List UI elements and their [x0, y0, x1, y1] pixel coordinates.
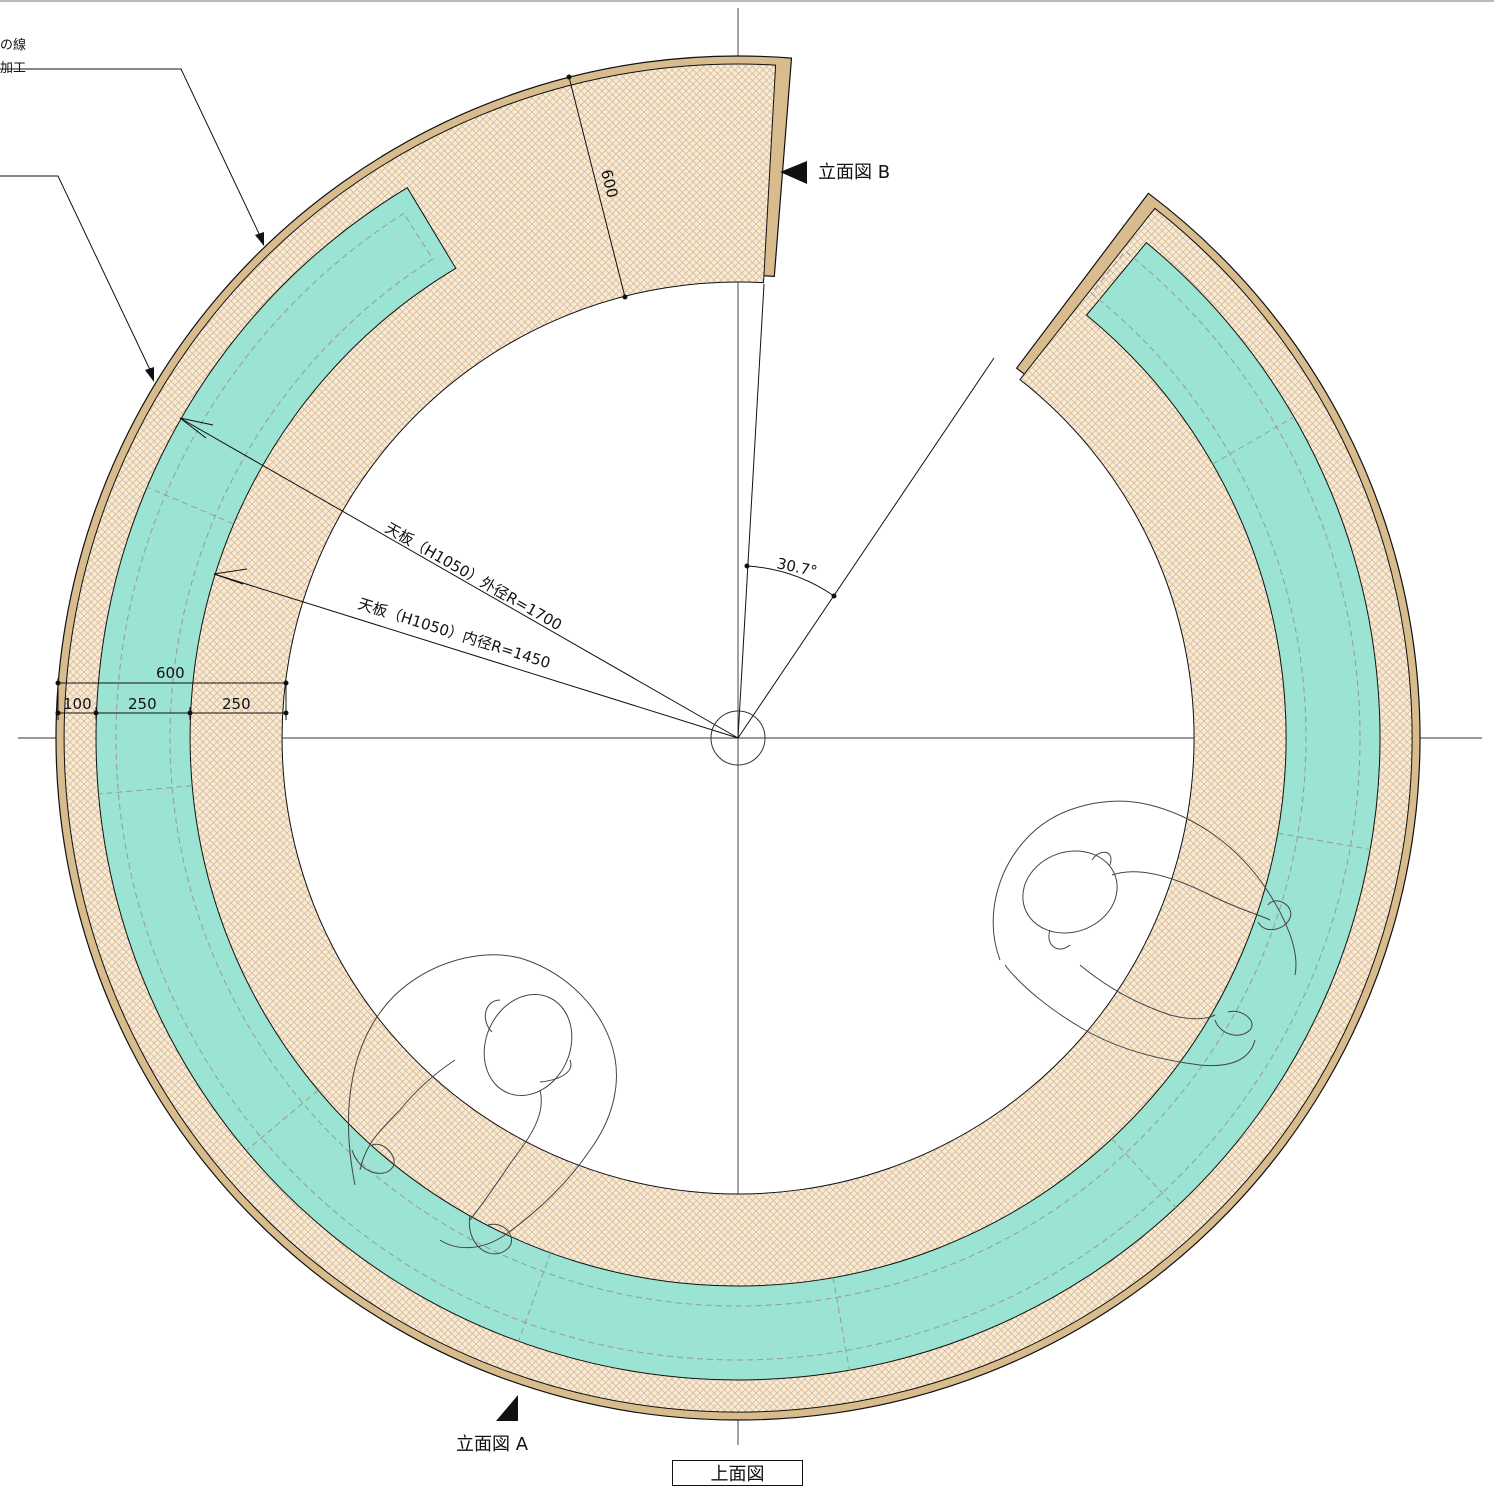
- width-dim-point-b: [622, 294, 628, 300]
- center-circle: [710, 710, 766, 766]
- person-figure-right: [992, 800, 1297, 1067]
- dimension-dots: [55, 680, 289, 716]
- callout-arrow-1: [255, 232, 264, 246]
- dim-250-b-label: 250: [222, 695, 251, 713]
- seat-dashed-outline: [115, 212, 1361, 1361]
- inner-radius-line: [213, 573, 739, 739]
- angle-point-a: [744, 563, 750, 569]
- callout-leader-2: [0, 175, 153, 375]
- seat-divider: [517, 1252, 552, 1342]
- total-dim-label: 600: [156, 664, 185, 682]
- width-dim-line: [568, 76, 626, 298]
- elevation-b-label: 立面図 B: [818, 162, 890, 183]
- seat-divider: [98, 785, 193, 795]
- outer-radius-line: [179, 417, 739, 739]
- seat-dividers: [98, 416, 1371, 1371]
- callout-arrow-2: [145, 367, 154, 382]
- seat-divider: [1111, 1138, 1177, 1208]
- angle-label: 30.7°: [775, 554, 819, 580]
- seat-divider: [146, 486, 234, 525]
- triangle-marker-icon: [496, 1395, 518, 1421]
- counter-top-hatched: [63, 63, 1413, 1413]
- dim-100-label: 100: [63, 695, 92, 713]
- seat-divider: [245, 1089, 319, 1152]
- person-figure-left: [348, 954, 617, 1255]
- outer-radius-arrow: [179, 417, 214, 439]
- dim-250-a-label: 250: [128, 695, 157, 713]
- angle-point-b: [831, 593, 837, 599]
- callout-leader-1: [0, 68, 263, 241]
- callout-text-2: 加工: [0, 61, 26, 76]
- seat-divider: [832, 1277, 850, 1371]
- angle-leader-left: [737, 283, 765, 739]
- inner-radius-arrow: [213, 568, 248, 585]
- callout-text-1: の線: [0, 37, 26, 53]
- seat-divider: [1277, 832, 1371, 850]
- width-dim-point-a: [566, 74, 572, 80]
- triangle-marker-icon: [780, 161, 807, 184]
- angle-leader-right: [737, 357, 995, 739]
- seat-cushion-band: [95, 187, 1381, 1381]
- elevation-a-label: 立面図 A: [456, 1434, 529, 1455]
- plan-title: 上面図: [672, 1460, 803, 1486]
- angle-arc: [746, 565, 835, 597]
- seat-divider: [1212, 416, 1295, 465]
